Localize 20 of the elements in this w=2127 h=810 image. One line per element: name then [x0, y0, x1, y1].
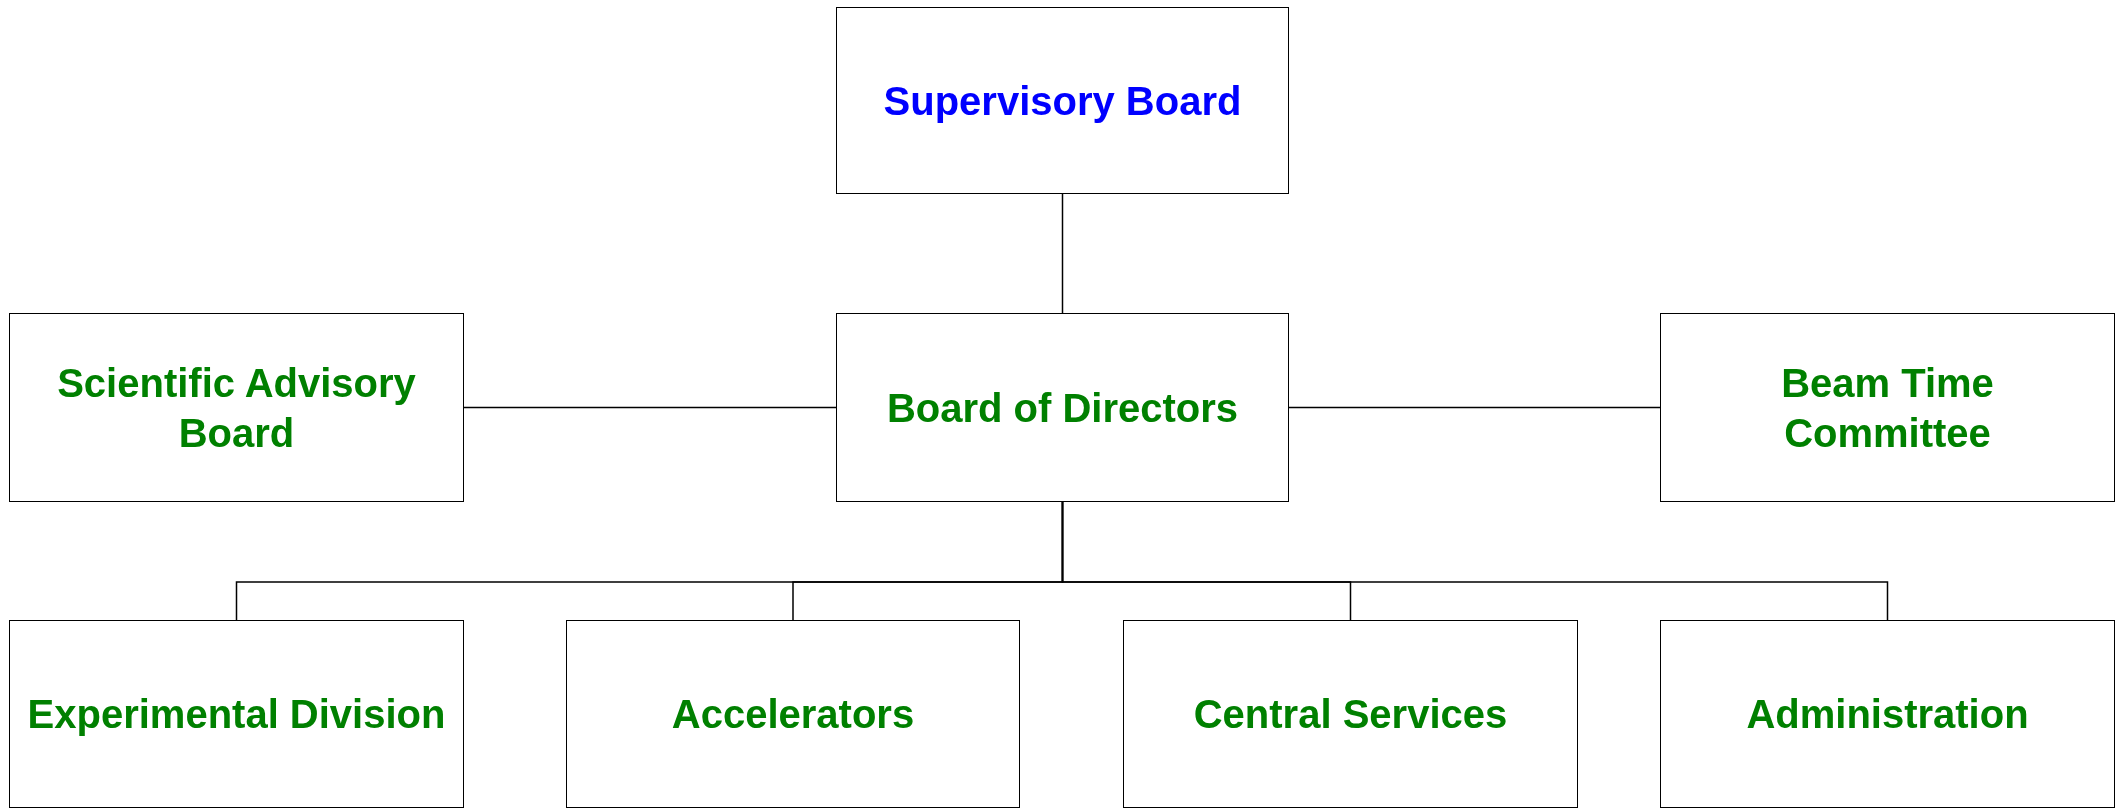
box-label: Supervisory Board	[883, 77, 1242, 125]
box-label: Administration	[1746, 691, 2029, 738]
org-box	[836, 313, 1289, 502]
org-box	[566, 620, 1020, 808]
connector-line	[1061, 193, 1064, 314]
box-label: Board of Directors	[886, 384, 1239, 432]
org-box	[9, 313, 464, 502]
org-box	[836, 7, 1289, 194]
connector-line	[1288, 406, 1661, 409]
connector-line	[1061, 501, 1889, 621]
org-box	[1660, 620, 2115, 808]
box-label: Scientific Advisory Board	[56, 359, 417, 457]
connector-line	[463, 406, 837, 409]
org-box	[1660, 313, 2115, 502]
org-box	[9, 620, 464, 808]
box-label: Experimental Division	[27, 691, 446, 738]
box-label: Beam Time Committee	[1780, 359, 1995, 457]
box-label: Accelerators	[671, 691, 915, 738]
box-label: Central Services	[1193, 691, 1508, 738]
org-box	[1123, 620, 1578, 808]
